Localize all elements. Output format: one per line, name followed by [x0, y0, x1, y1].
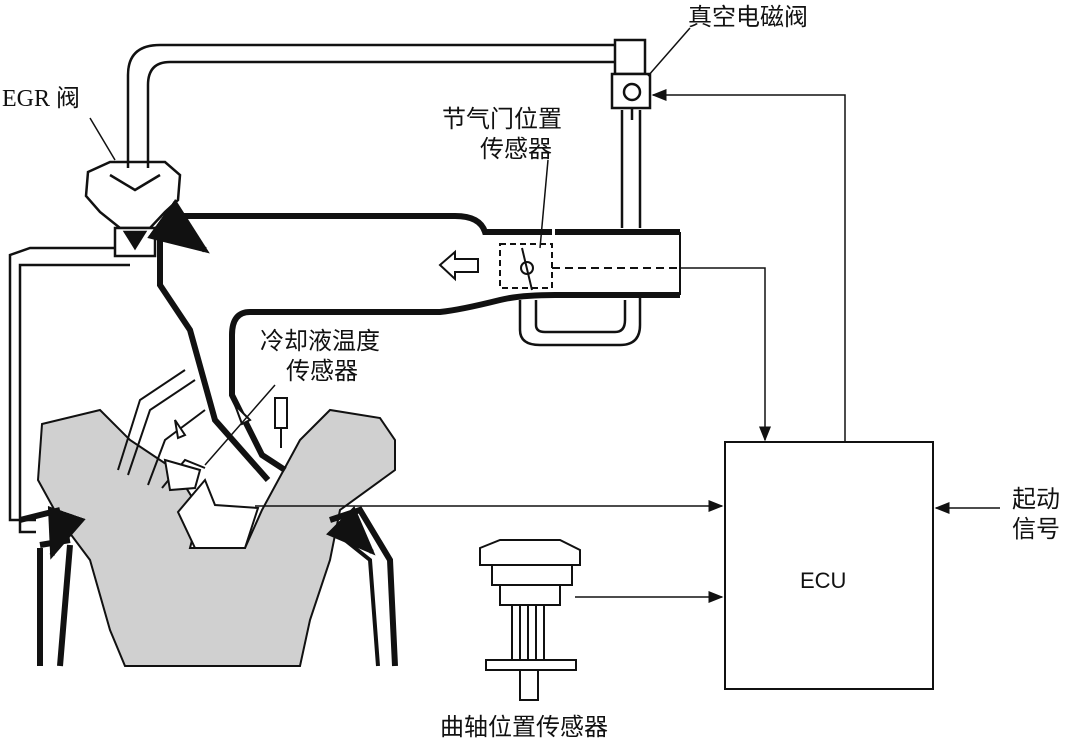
- ecu-to-solenoid-wire: [651, 89, 846, 442]
- throttle-sensor: [499, 243, 680, 291]
- egr-valve: [84, 160, 182, 258]
- signal-wires: [255, 89, 1000, 603]
- intake-flow-arrow: [438, 249, 479, 282]
- throttle-signal-wire: [680, 267, 771, 442]
- bypass-tube: [518, 295, 642, 347]
- egr-valve-label: EGR 阀: [2, 86, 80, 112]
- vacuum-solenoid-label: 真空电磁阀: [688, 3, 808, 31]
- ecu-label: ECU: [800, 568, 847, 593]
- coolant-sensor: [274, 397, 288, 448]
- vacuum-hose: [126, 43, 622, 168]
- ecu-box: [724, 441, 934, 690]
- coolant-sensor-label-1: 冷却液温度: [260, 327, 380, 355]
- crank-sensor-label: 曲轴位置传感器: [440, 713, 608, 741]
- engine-block: [36, 408, 396, 667]
- exhaust-pipes: [19, 505, 398, 667]
- start-signal-label-1: 起动: [1012, 485, 1060, 513]
- throttle-sensor-label-1: 节气门位置: [442, 105, 562, 133]
- crank-position-sensor: [479, 539, 581, 701]
- intake-runner-curves: [117, 369, 252, 492]
- leader-lines: [89, 27, 691, 466]
- start-signal-label-2: 信号: [1012, 515, 1060, 543]
- throttle-sensor-label-2: 传感器: [480, 135, 552, 163]
- solenoid-to-intake-hose: [620, 110, 642, 228]
- coolant-sensor-label-2: 传感器: [286, 357, 358, 385]
- intake-duct: [157, 213, 680, 482]
- egr-flow-arrow: [147, 198, 210, 254]
- vacuum-solenoid-valve: [610, 38, 652, 120]
- egr-return-pipe: [8, 246, 130, 534]
